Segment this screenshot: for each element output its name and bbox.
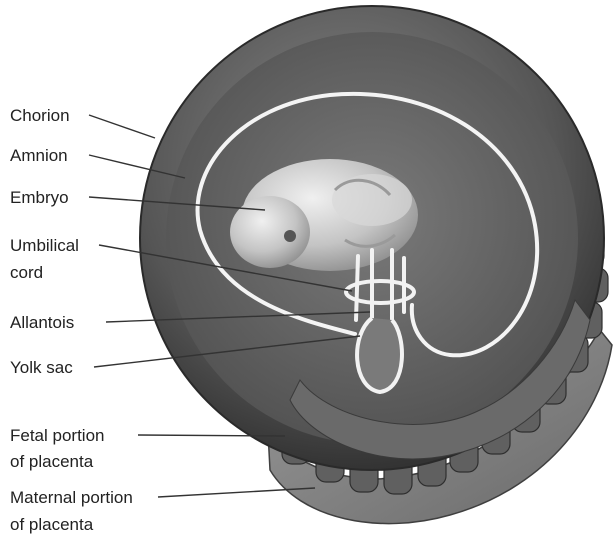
label-embryo: Embryo bbox=[10, 188, 69, 207]
label-allantois: Allantois bbox=[10, 313, 74, 332]
label-amnion: Amnion bbox=[10, 146, 68, 165]
label-fetal-line1: Fetal portion bbox=[10, 426, 105, 445]
label-maternal-line2: of placenta bbox=[10, 515, 94, 534]
yolk-sac bbox=[357, 318, 402, 392]
label-yolk-sac: Yolk sac bbox=[10, 358, 73, 377]
label-umbilical-line2: cord bbox=[10, 263, 43, 282]
label-chorion: Chorion bbox=[10, 106, 70, 125]
label-fetal-line2: of placenta bbox=[10, 452, 94, 471]
label-maternal-line1: Maternal portion bbox=[10, 488, 133, 507]
label-umbilical-line1: Umbilical bbox=[10, 236, 79, 255]
